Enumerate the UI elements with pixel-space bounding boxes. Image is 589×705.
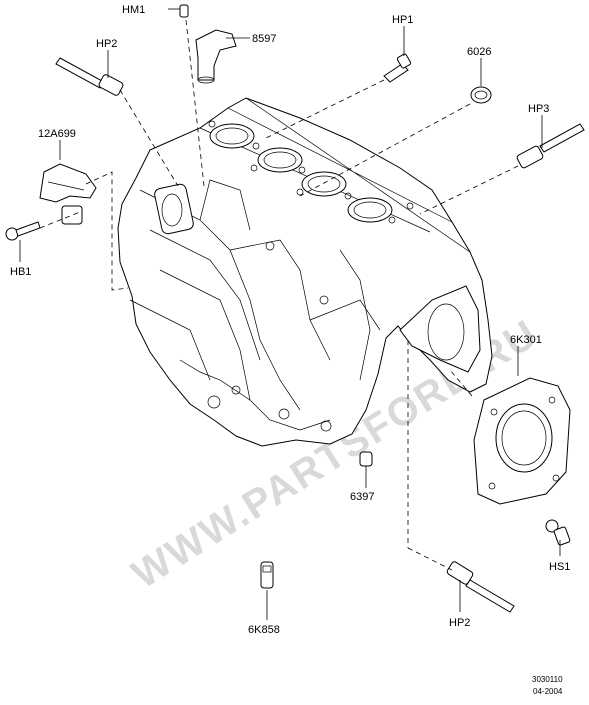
label-6k858: 6K858 [248,624,280,636]
engine-block [117,97,493,447]
label-hs1: HS1 [549,561,570,573]
label-8597: 8597 [252,33,276,45]
bolt-hb1 [5,221,41,241]
label-6026: 6026 [467,46,491,58]
diagram-code: 3030110 [532,675,563,684]
sensor-12a699 [39,163,97,225]
part-labels: HM1 8597 HP1 6026 HP2 HP3 12A699 HB1 6K3… [10,4,570,636]
label-6k301: 6K301 [510,334,542,346]
cylinder-bore-3 [301,171,347,197]
label-hb1: HB1 [10,266,31,278]
label-hp2-bottom: HP2 [449,617,470,629]
plug-hm1 [179,4,189,18]
plug-6397 [359,451,373,467]
bolt-hp1 [383,53,412,83]
cylinder-bore-4 [347,197,393,223]
seal-retainer-6k301 [473,377,571,505]
elbow-fitting-8597 [195,29,237,84]
plug-6026 [470,86,492,104]
sensor-6k858 [260,561,274,589]
diagram-date: 04-2004 [533,687,563,696]
label-12a699: 12A699 [38,128,76,140]
label-hp1: HP1 [392,14,413,26]
label-6397: 6397 [350,491,374,503]
leader-lines [19,8,561,620]
bolt-hp2-bottom [446,561,515,613]
bolt-hp2-top [55,57,124,96]
screw-hs1 [545,519,571,546]
cylinder-bore-2 [257,147,303,173]
cylinder-bore-1 [209,123,255,149]
label-hp2-top: HP2 [96,38,117,50]
bolt-hp3 [516,123,585,169]
label-hp3: HP3 [528,103,549,115]
label-hm1: HM1 [122,4,145,16]
